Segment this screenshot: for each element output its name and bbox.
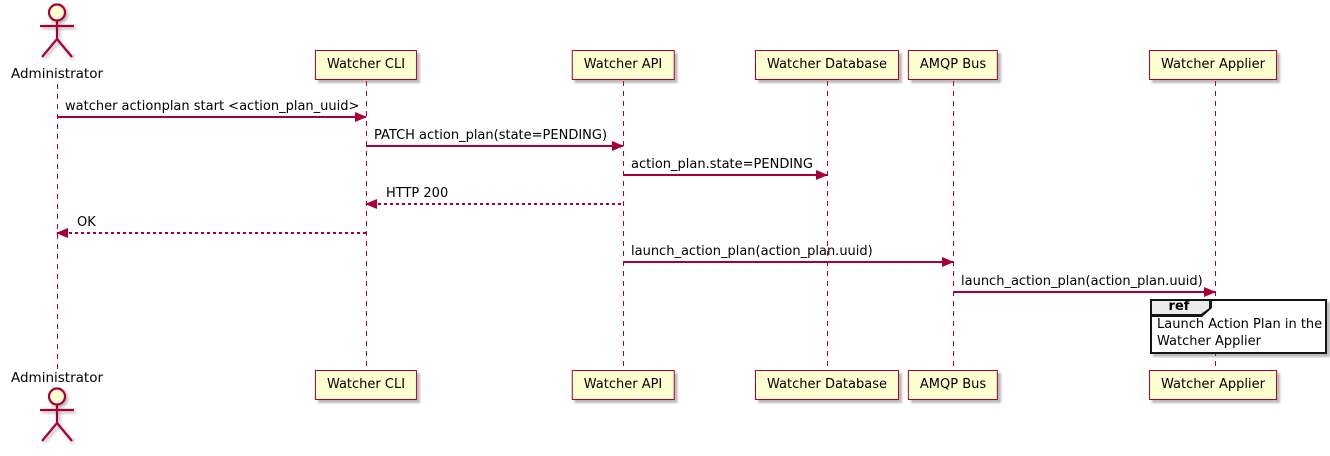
participant-watcher-database-bottom: Watcher Database bbox=[755, 370, 899, 400]
participant-amqp-bus-bottom: AMQP Bus bbox=[907, 370, 999, 400]
message-6: launch_action_plan(action_plan.uuid) bbox=[623, 243, 954, 267]
lifeline-watcher-applier bbox=[1214, 81, 1216, 370]
lifeline-watcher-database bbox=[826, 81, 828, 370]
message-1-line bbox=[57, 116, 366, 118]
ref-text-line-2: Watcher Applier bbox=[1157, 333, 1261, 349]
participant-watcher-applier-bottom: Watcher Applier bbox=[1149, 370, 1277, 400]
participant-watcher-api-bottom: Watcher API bbox=[571, 370, 675, 400]
actor-label-administrator-top: Administrator bbox=[10, 66, 104, 82]
ref-tab: ref bbox=[1150, 299, 1212, 317]
ref-text: Launch Action Plan in the Watcher Applie… bbox=[1157, 317, 1322, 350]
ref-keyword: ref bbox=[1168, 299, 1190, 314]
message-4: HTTP 200 bbox=[365, 185, 623, 209]
arrowhead-right-icon bbox=[1204, 286, 1216, 297]
arrowhead-right-icon bbox=[355, 111, 367, 122]
arrowhead-left-icon bbox=[56, 227, 68, 238]
message-4-label: HTTP 200 bbox=[386, 186, 449, 201]
lifeline-watcher-api bbox=[622, 81, 624, 370]
arrowhead-right-icon bbox=[816, 169, 828, 180]
message-6-label: launch_action_plan(action_plan.uuid) bbox=[631, 244, 873, 259]
participant-watcher-cli-top: Watcher CLI bbox=[314, 50, 418, 80]
message-2-line bbox=[366, 145, 623, 147]
message-6-line bbox=[623, 261, 953, 263]
message-2: PATCH action_plan(state=PENDING) bbox=[366, 127, 624, 151]
arrowhead-right-icon bbox=[942, 256, 954, 267]
lifeline-watcher-cli bbox=[365, 81, 367, 370]
actor-icon bbox=[36, 3, 78, 65]
participant-watcher-api-top: Watcher API bbox=[571, 50, 675, 80]
message-7-label: launch_action_plan(action_plan.uuid) bbox=[961, 274, 1203, 289]
message-5-label: OK bbox=[77, 215, 96, 230]
ref-fragment: ref Launch Action Plan in the Watcher Ap… bbox=[1150, 299, 1327, 354]
message-5-line bbox=[57, 232, 366, 234]
participant-watcher-database-top: Watcher Database bbox=[755, 50, 899, 80]
message-4-line bbox=[366, 203, 623, 205]
participant-amqp-bus-top: AMQP Bus bbox=[907, 50, 999, 80]
actor-icon bbox=[36, 387, 78, 449]
message-5: OK bbox=[56, 214, 366, 238]
message-3: action_plan.state=PENDING bbox=[623, 156, 828, 180]
arrowhead-left-icon bbox=[365, 198, 377, 209]
participant-watcher-cli-bottom: Watcher CLI bbox=[314, 370, 418, 400]
message-7: launch_action_plan(action_plan.uuid) bbox=[953, 273, 1216, 297]
message-7-line bbox=[953, 291, 1215, 293]
lifeline-amqp-bus bbox=[952, 81, 954, 370]
arrowhead-right-icon bbox=[612, 140, 624, 151]
ref-text-line-1: Launch Action Plan in the bbox=[1157, 317, 1323, 332]
ref-tab-background bbox=[1152, 301, 1209, 314]
participant-watcher-applier-top: Watcher Applier bbox=[1149, 50, 1277, 80]
message-3-line bbox=[623, 174, 827, 176]
actor-label-administrator-bottom: Administrator bbox=[10, 370, 104, 386]
message-1: watcher actionplan start <action_plan_uu… bbox=[57, 98, 367, 122]
message-1-label: watcher actionplan start <action_plan_uu… bbox=[65, 99, 360, 114]
message-3-label: action_plan.state=PENDING bbox=[631, 157, 813, 172]
lifeline-administrator bbox=[56, 84, 58, 369]
message-2-label: PATCH action_plan(state=PENDING) bbox=[374, 128, 608, 143]
